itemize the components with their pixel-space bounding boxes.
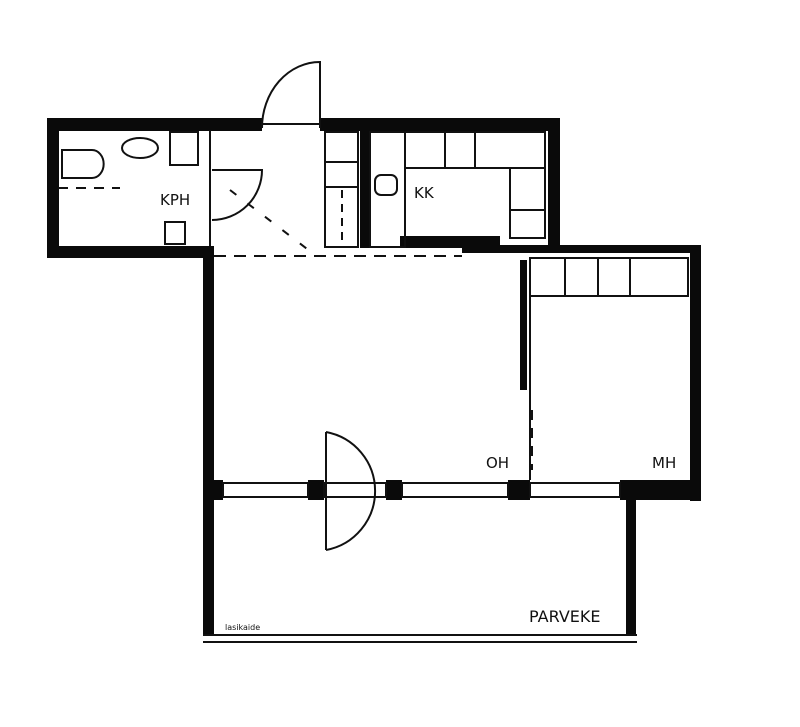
fixtures xyxy=(58,60,689,643)
room-label-living-room: OH xyxy=(486,454,509,472)
room-label-bathroom: KPH xyxy=(160,191,190,209)
room-label-kitchen: KK xyxy=(414,184,435,202)
room-label-bedroom: MH xyxy=(652,454,676,472)
room-label-balcony: PARVEKE xyxy=(529,607,600,626)
walls xyxy=(47,118,701,636)
railing-note: lasikaide xyxy=(225,623,260,632)
